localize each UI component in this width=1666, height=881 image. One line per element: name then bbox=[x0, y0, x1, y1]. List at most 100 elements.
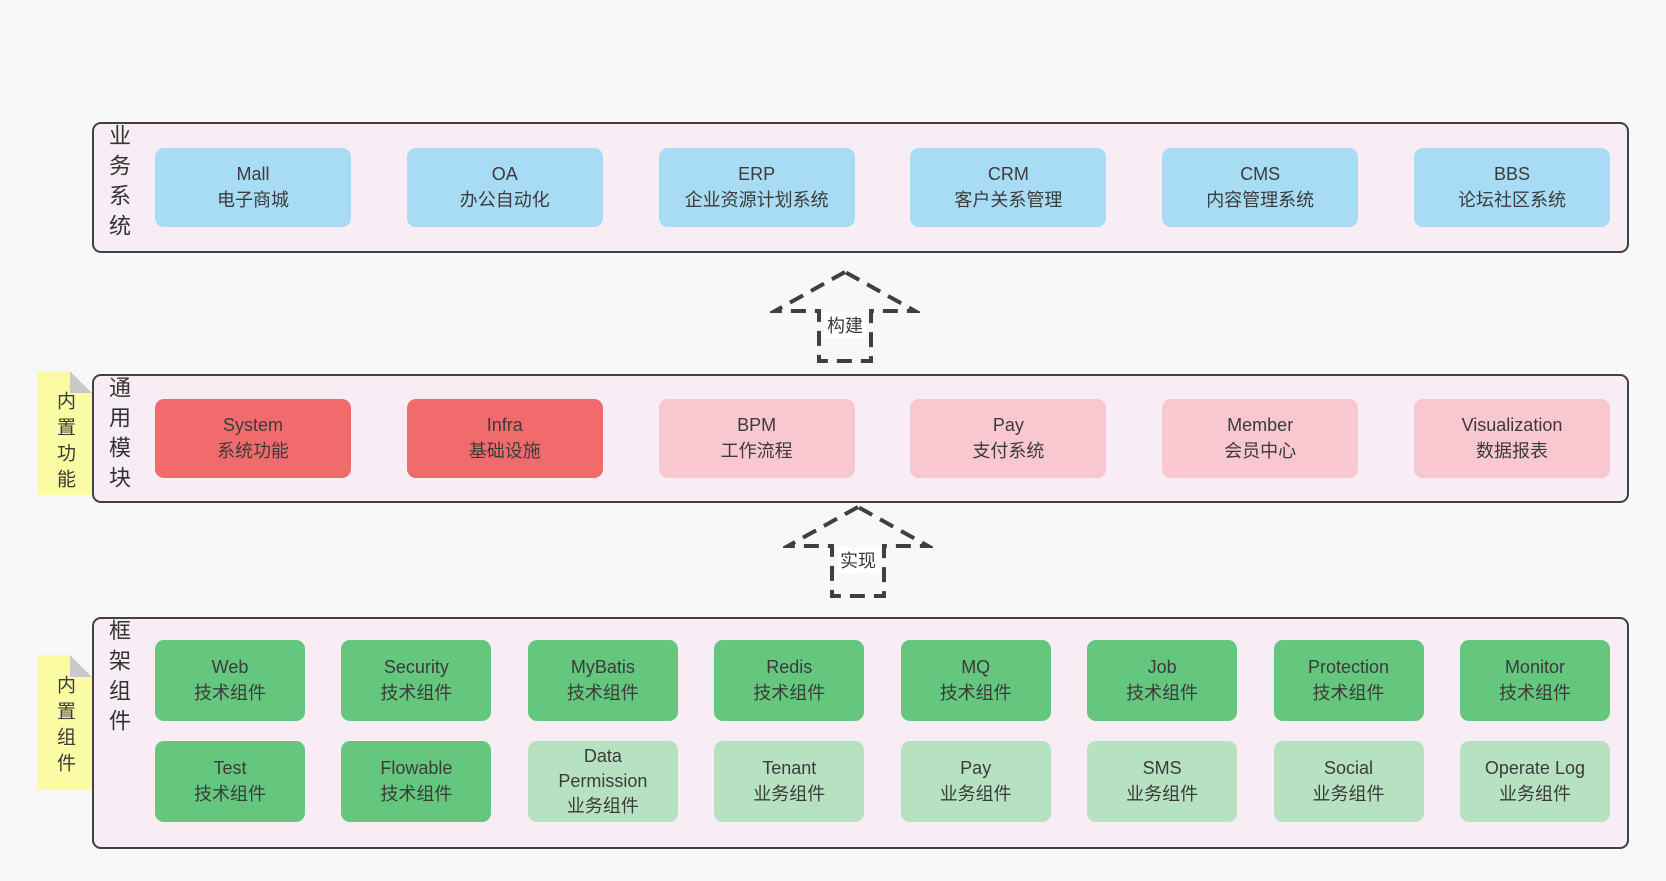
box-web: Web 技术组件 bbox=[155, 640, 305, 721]
box-subtitle: 技术组件 bbox=[1498, 682, 1571, 703]
box-visualization: Visualization 数据报表 bbox=[1413, 399, 1610, 478]
box-redis: Redis 技术组件 bbox=[714, 640, 865, 721]
box-subtitle: 系统功能 bbox=[217, 440, 289, 461]
box-subtitle: 工作流程 bbox=[720, 440, 793, 461]
box-mybatis: MyBatis 技术组件 bbox=[527, 640, 678, 721]
framework-row-1: Web 技术组件 Security 技术组件 MyBatis 技术组件 Redi… bbox=[155, 640, 1610, 721]
arrow-label: 构建 bbox=[824, 312, 866, 338]
sticky-note-text: 内置组件 bbox=[54, 675, 75, 779]
box-subtitle: 技术组件 bbox=[194, 783, 266, 804]
box-tenant: Tenant 业务组件 bbox=[714, 741, 865, 822]
box-title: Job bbox=[1147, 657, 1177, 678]
box-subtitle: 客户关系管理 bbox=[954, 189, 1063, 210]
box-subtitle: 支付系统 bbox=[972, 440, 1045, 461]
layer-label-framework-components: 框架组件 bbox=[106, 619, 131, 739]
box-subtitle: 技术组件 bbox=[380, 783, 453, 804]
box-title: Test bbox=[213, 758, 247, 779]
box-title: Pay bbox=[992, 415, 1024, 436]
box-subtitle: 技术组件 bbox=[753, 682, 826, 703]
box-title: ERP bbox=[738, 164, 776, 185]
box-title: Flowable bbox=[380, 758, 453, 779]
box-title: Mall bbox=[236, 164, 270, 185]
box-mq: MQ 技术组件 bbox=[900, 640, 1051, 721]
box-subtitle: 技术组件 bbox=[194, 682, 266, 703]
box-subtitle: 办公自动化 bbox=[459, 189, 550, 210]
box-mall: Mall 电子商城 bbox=[155, 148, 351, 227]
layer-label-common-modules: 通用模块 bbox=[106, 376, 131, 496]
box-title: Web bbox=[211, 657, 249, 678]
box-title: Pay bbox=[960, 758, 992, 779]
arrow-build: 构建 bbox=[770, 268, 920, 366]
sticky-fold-icon bbox=[70, 655, 92, 677]
box-bbs: BBS 论坛社区系统 bbox=[1413, 148, 1610, 227]
sticky-note-text: 内置功能 bbox=[54, 391, 75, 495]
layer-business-systems: 业务系统 Mall 电子商城 OA 办公自动化 ERP 企业资源计划系统 CRM… bbox=[92, 122, 1629, 253]
business-box-row: Mall 电子商城 OA 办公自动化 ERP 企业资源计划系统 CRM 客户关系… bbox=[155, 124, 1610, 251]
layer-framework-components: 框架组件 Web 技术组件 Security 技术组件 MyBatis 技术组件… bbox=[92, 617, 1629, 849]
box-subtitle: 企业资源计划系统 bbox=[684, 189, 829, 210]
box-subtitle: 技术组件 bbox=[1126, 682, 1199, 703]
box-subtitle: 技术组件 bbox=[566, 682, 639, 703]
box-subtitle: 电子商城 bbox=[217, 189, 289, 210]
box-subtitle: 业务组件 bbox=[1312, 783, 1385, 804]
box-title: BPM bbox=[737, 415, 777, 436]
sticky-note-built-in-features: 内置功能 bbox=[37, 371, 92, 495]
box-system: System 系统功能 bbox=[155, 399, 351, 478]
box-subtitle: 论坛社区系统 bbox=[1457, 189, 1566, 210]
box-title: SMS bbox=[1142, 758, 1182, 779]
box-title: OA bbox=[491, 164, 518, 185]
box-bpm: BPM 工作流程 bbox=[658, 399, 855, 478]
box-title: Data Permission bbox=[558, 745, 648, 791]
box-title: CRM bbox=[987, 164, 1029, 185]
box-subtitle: 会员中心 bbox=[1224, 440, 1297, 461]
box-subtitle: 技术组件 bbox=[380, 682, 453, 703]
sticky-fold-icon bbox=[70, 371, 92, 393]
modules-box-row: System 系统功能 Infra 基础设施 BPM 工作流程 Pay 支付系统… bbox=[155, 376, 1610, 501]
box-subtitle: 业务组件 bbox=[1498, 783, 1571, 804]
layer-label-business-systems: 业务系统 bbox=[106, 124, 131, 244]
box-infra: Infra 基础设施 bbox=[406, 399, 603, 478]
box-monitor: Monitor 技术组件 bbox=[1459, 640, 1610, 721]
box-title: Infra bbox=[486, 415, 523, 436]
box-title: CMS bbox=[1240, 164, 1281, 185]
sticky-note-built-in-components: 内置组件 bbox=[37, 655, 92, 790]
box-title: MyBatis bbox=[570, 657, 635, 678]
box-oa: OA 办公自动化 bbox=[406, 148, 603, 227]
box-pay: Pay 业务组件 bbox=[900, 741, 1051, 822]
box-subtitle: 业务组件 bbox=[1126, 783, 1199, 804]
box-title: Social bbox=[1324, 758, 1374, 779]
box-pay: Pay 支付系统 bbox=[910, 399, 1107, 478]
box-subtitle: 业务组件 bbox=[566, 796, 639, 817]
box-title: Visualization bbox=[1461, 415, 1563, 436]
box-subtitle: 基础设施 bbox=[468, 440, 541, 461]
box-protection: Protection 技术组件 bbox=[1273, 640, 1424, 721]
framework-rows: Web 技术组件 Security 技术组件 MyBatis 技术组件 Redi… bbox=[155, 640, 1610, 822]
box-sms: SMS 业务组件 bbox=[1087, 741, 1238, 822]
box-title: System bbox=[222, 415, 283, 436]
box-title: Monitor bbox=[1504, 657, 1565, 678]
box-title: Tenant bbox=[762, 758, 817, 779]
arrow-implement: 实现 bbox=[783, 503, 933, 601]
framework-row-2: Test 技术组件 Flowable 技术组件 Data Permission … bbox=[155, 741, 1610, 822]
box-subtitle: 业务组件 bbox=[939, 783, 1012, 804]
box-security: Security 技术组件 bbox=[341, 640, 492, 721]
box-subtitle: 技术组件 bbox=[1312, 682, 1385, 703]
box-title: BBS bbox=[1493, 164, 1530, 185]
box-crm: CRM 客户关系管理 bbox=[910, 148, 1107, 227]
layer-common-modules: 通用模块 System 系统功能 Infra 基础设施 BPM 工作流程 Pay… bbox=[92, 374, 1629, 503]
box-title: Redis bbox=[766, 657, 813, 678]
box-test: Test 技术组件 bbox=[155, 741, 305, 822]
box-social: Social 业务组件 bbox=[1273, 741, 1424, 822]
box-job: Job 技术组件 bbox=[1087, 640, 1238, 721]
box-title: Security bbox=[383, 657, 449, 678]
box-flowable: Flowable 技术组件 bbox=[341, 741, 492, 822]
box-cms: CMS 内容管理系统 bbox=[1162, 148, 1359, 227]
box-title: MQ bbox=[961, 657, 991, 678]
box-member: Member 会员中心 bbox=[1162, 399, 1359, 478]
arrow-label: 实现 bbox=[837, 547, 879, 573]
box-subtitle: 业务组件 bbox=[753, 783, 826, 804]
box-subtitle: 技术组件 bbox=[939, 682, 1012, 703]
box-erp: ERP 企业资源计划系统 bbox=[658, 148, 855, 227]
box-subtitle: 数据报表 bbox=[1475, 440, 1548, 461]
box-subtitle: 内容管理系统 bbox=[1206, 189, 1315, 210]
